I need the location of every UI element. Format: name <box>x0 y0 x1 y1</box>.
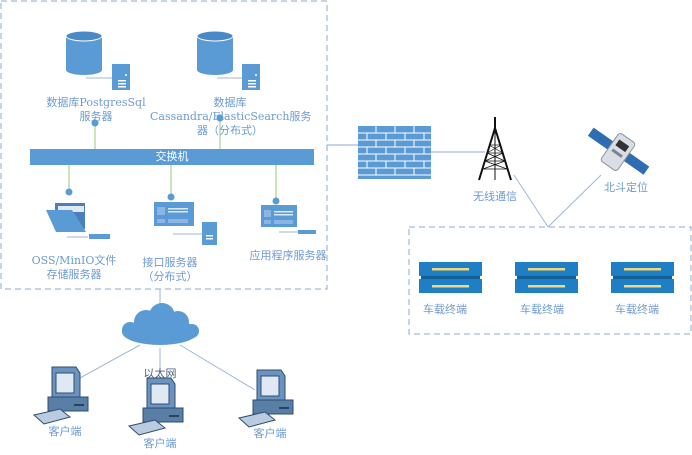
client-label: 客户端 <box>253 427 287 440</box>
client-label: 客户端 <box>48 425 82 438</box>
db-cassandra-label-line2: Cassandra/ElasticSearch服务 <box>150 110 312 123</box>
client-computer-icon <box>32 366 89 425</box>
satellite-icon <box>587 127 650 175</box>
vehicle-terminal-label: 车载终端 <box>615 303 659 316</box>
db-cassandra-label: 数据库 Cassandra/ElasticSearch服务 器（分布式） <box>150 96 312 138</box>
app-server-icon <box>261 205 316 234</box>
folder-server-icon <box>46 203 110 239</box>
beidou-label: 北斗定位 <box>604 181 648 194</box>
vehicle-terminal-label: 车载终端 <box>520 303 564 316</box>
link-tower-vehicle <box>513 174 549 228</box>
oss-server-label: OSS/MinIO文件 存储服务器 <box>24 254 124 282</box>
api-server-label-line1: 接口服务器 <box>142 256 198 269</box>
firewall-icon <box>358 126 431 179</box>
api-server-label: 接口服务器 （分布式） <box>130 256 210 284</box>
connector-dot <box>216 114 224 122</box>
database-icon <box>65 30 130 90</box>
oss-server-label-line2: 存储服务器 <box>46 268 102 281</box>
client-computer-icon <box>127 377 184 436</box>
link-satellite-vehicle <box>547 174 602 228</box>
ethernet-label: 以太网 <box>143 367 177 380</box>
connector-dot <box>65 188 73 196</box>
db-cassandra-label-line1: 数据库 <box>213 96 247 109</box>
db-postgres-label-line1: 数据库PostgresSql <box>46 96 146 109</box>
vehicle-terminal-icon <box>611 262 674 293</box>
api-server-label-line2: （分布式） <box>142 270 198 283</box>
switch-bar <box>30 149 314 165</box>
ethernet-links <box>79 289 256 391</box>
database-icon <box>196 30 260 90</box>
wireless-label: 无线通信 <box>473 190 517 203</box>
client-label: 客户端 <box>143 437 177 450</box>
vehicle-terminal-icon <box>515 262 578 293</box>
oss-server-label-line1: OSS/MinIO文件 <box>31 254 117 267</box>
cloud-icon <box>122 303 199 345</box>
db-cassandra-label-line3: 器（分布式） <box>197 124 263 137</box>
radio-tower-icon <box>478 117 512 181</box>
connector-dot <box>272 197 280 205</box>
db-postgres-label: 数据库PostgresSql 服务器 <box>46 96 146 124</box>
vehicle-terminal-icon <box>419 262 482 293</box>
switch-label: 交换机 <box>155 150 189 163</box>
connector-dot <box>91 119 99 127</box>
api-server-icon <box>154 202 217 245</box>
app-server-label: 应用程序服务器 <box>249 249 327 262</box>
connector-dot <box>167 193 175 201</box>
server-zone-boundary <box>0 0 328 290</box>
vehicle-zone-boundary <box>408 226 692 335</box>
db-postgres-label-line2: 服务器 <box>79 110 113 123</box>
client-computer-icon <box>237 369 294 428</box>
vehicle-terminal-label: 车载终端 <box>423 303 467 316</box>
switch-connectors <box>68 118 277 200</box>
